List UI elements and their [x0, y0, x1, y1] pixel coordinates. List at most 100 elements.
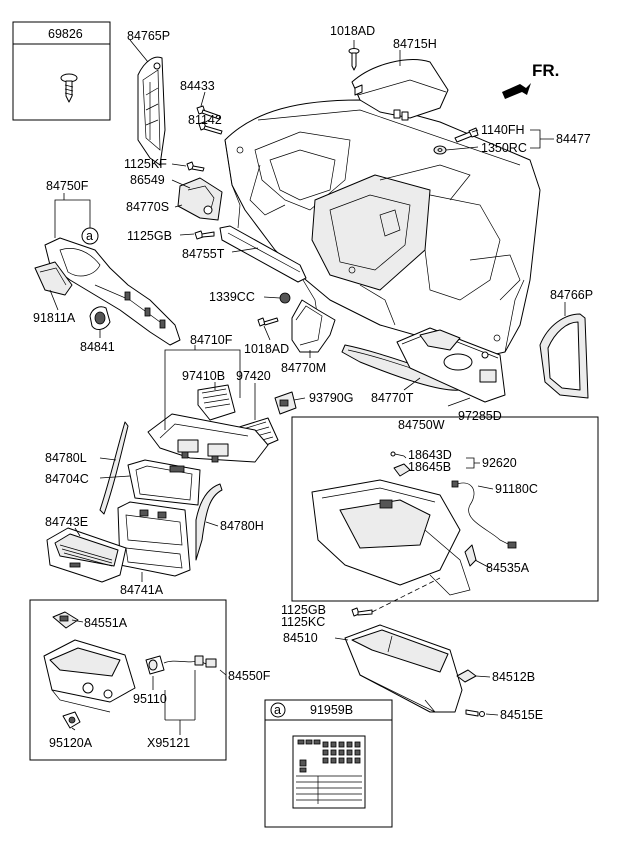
label-93790G: 93790G — [309, 391, 353, 405]
right-side-cover-84766P — [539, 313, 589, 399]
leader-lines — [49, 39, 566, 735]
cover-84770M — [291, 299, 336, 353]
bolt-81142-icon — [198, 121, 223, 135]
label-84770S: 84770S — [126, 200, 169, 214]
bolt-1125KF-icon — [186, 161, 205, 172]
label-95120A: 95120A — [49, 736, 93, 750]
screw-icon — [60, 73, 78, 103]
label-91180C: 91180C — [495, 482, 538, 496]
tray-97285D — [396, 327, 506, 403]
bar-84755T — [219, 225, 307, 283]
label-1350RC: 1350RC — [481, 141, 527, 155]
jack-95120A-icon — [62, 711, 81, 729]
front-direction-label: FR. — [532, 61, 559, 80]
screw-legend-box: 69826 — [12, 21, 111, 121]
part-labels: 84765P 1018AD 84715H 84433 81142 1125KF … — [33, 24, 593, 750]
label-86549: 86549 — [130, 173, 165, 187]
lower-crash-pad-84750F — [44, 237, 181, 346]
latch-84512B-icon — [456, 669, 477, 683]
label-84710F: 84710F — [190, 333, 233, 347]
label-84550F: 84550F — [228, 669, 271, 683]
panel-91811A — [34, 261, 73, 296]
label-84780H: 84780H — [220, 519, 264, 533]
label-84765P: 84765P — [127, 29, 170, 43]
label-84750W: 84750W — [398, 418, 445, 432]
label-84477: 84477 — [556, 132, 591, 146]
center-fascia-84710F — [147, 413, 269, 463]
label-84433: 84433 — [180, 79, 215, 93]
label-84512B: 84512B — [492, 670, 535, 684]
label-95110: 95110 — [133, 692, 167, 706]
label-1125GB-left: 1125GB — [127, 229, 172, 243]
label-84770T: 84770T — [371, 391, 414, 405]
bracket-84770S — [177, 177, 223, 221]
label-84750F: 84750F — [46, 179, 89, 193]
frame-84704C — [127, 459, 201, 506]
dashboard-crash-pad — [224, 99, 541, 359]
switch-93790G — [274, 391, 297, 415]
label-84704C: 84704C — [45, 472, 89, 486]
label-X95121: X95121 — [147, 736, 190, 750]
label-84755T: 84755T — [182, 247, 225, 261]
caution-label-box: a 91959B — [264, 699, 393, 828]
label-84841: 84841 — [80, 340, 115, 354]
console-tray-84550F — [43, 639, 136, 713]
lamp-18645B-icon — [393, 463, 411, 477]
lower-bezel-84741A — [117, 501, 191, 577]
washer-1350RC-icon — [433, 145, 447, 155]
label-81142: 81142 — [188, 113, 222, 127]
damper-84515E-icon — [465, 709, 485, 717]
label-84510: 84510 — [283, 631, 318, 645]
label-18645B: 18645B — [408, 460, 451, 474]
label-84743E: 84743E — [45, 515, 88, 529]
center-console-detail-frame — [29, 599, 227, 761]
bolt-1140FH-icon — [454, 127, 479, 143]
bulb-18643D-icon — [390, 451, 405, 457]
label-92620: 92620 — [482, 456, 517, 470]
switch-84535A — [464, 544, 477, 567]
label-84770M: 84770M — [281, 361, 326, 375]
garnish-84780L — [99, 421, 129, 515]
label-1125GB-glove: 1125GB — [281, 603, 326, 617]
vent-97410B — [197, 384, 236, 421]
label-97420: 97420 — [236, 369, 271, 383]
screw-1125GB-glove-icon — [351, 607, 373, 617]
label-97410B: 97410B — [182, 369, 225, 383]
left-side-cover-84765P — [137, 56, 166, 166]
callout-a-letter: a — [86, 229, 93, 243]
harness-91180C — [451, 480, 517, 549]
front-direction-arrow-icon — [502, 83, 531, 99]
label-1125KC: 1125KC — [281, 615, 325, 629]
label-18643D: 18643D — [408, 448, 452, 462]
label-91811A: 91811A — [33, 311, 76, 325]
tray-84743E — [46, 527, 127, 583]
screw-1125GB-left-icon — [194, 230, 215, 240]
label-84780L: 84780L — [45, 451, 87, 465]
label-box-callout: a — [274, 703, 281, 717]
glove-box-housing-84750W — [311, 479, 471, 596]
clip-1339CC-icon — [279, 292, 291, 304]
top-cover-84715H — [351, 59, 449, 121]
power-outlet-95110-icon — [145, 655, 165, 675]
legend-part-number: 69826 — [48, 27, 83, 41]
screw-1018AD-mid-icon — [257, 317, 279, 327]
label-84766P: 84766P — [550, 288, 593, 302]
label-97285D: 97285D — [458, 409, 502, 423]
label-84715H: 84715H — [393, 37, 437, 51]
label-84535A: 84535A — [486, 561, 530, 575]
bolt-84433-icon — [196, 105, 221, 120]
callout-a-marker: a — [81, 227, 99, 245]
glove-screw-dashed-line — [371, 577, 441, 613]
label-box-part-number: 91959B — [310, 703, 353, 717]
label-1140FH: 1140FH — [481, 123, 525, 137]
glove-box-84510 — [344, 624, 463, 713]
label-1018AD-top: 1018AD — [330, 24, 375, 38]
label-1339CC: 1339CC — [209, 290, 255, 304]
label-84515E: 84515E — [500, 708, 543, 722]
bracket-84551A — [52, 611, 79, 629]
label-1018AD-mid: 1018AD — [244, 342, 289, 356]
glove-box-detail-frame — [291, 416, 599, 602]
label-1125KF: 1125KF — [124, 157, 167, 171]
caution-label-icon — [292, 735, 366, 809]
